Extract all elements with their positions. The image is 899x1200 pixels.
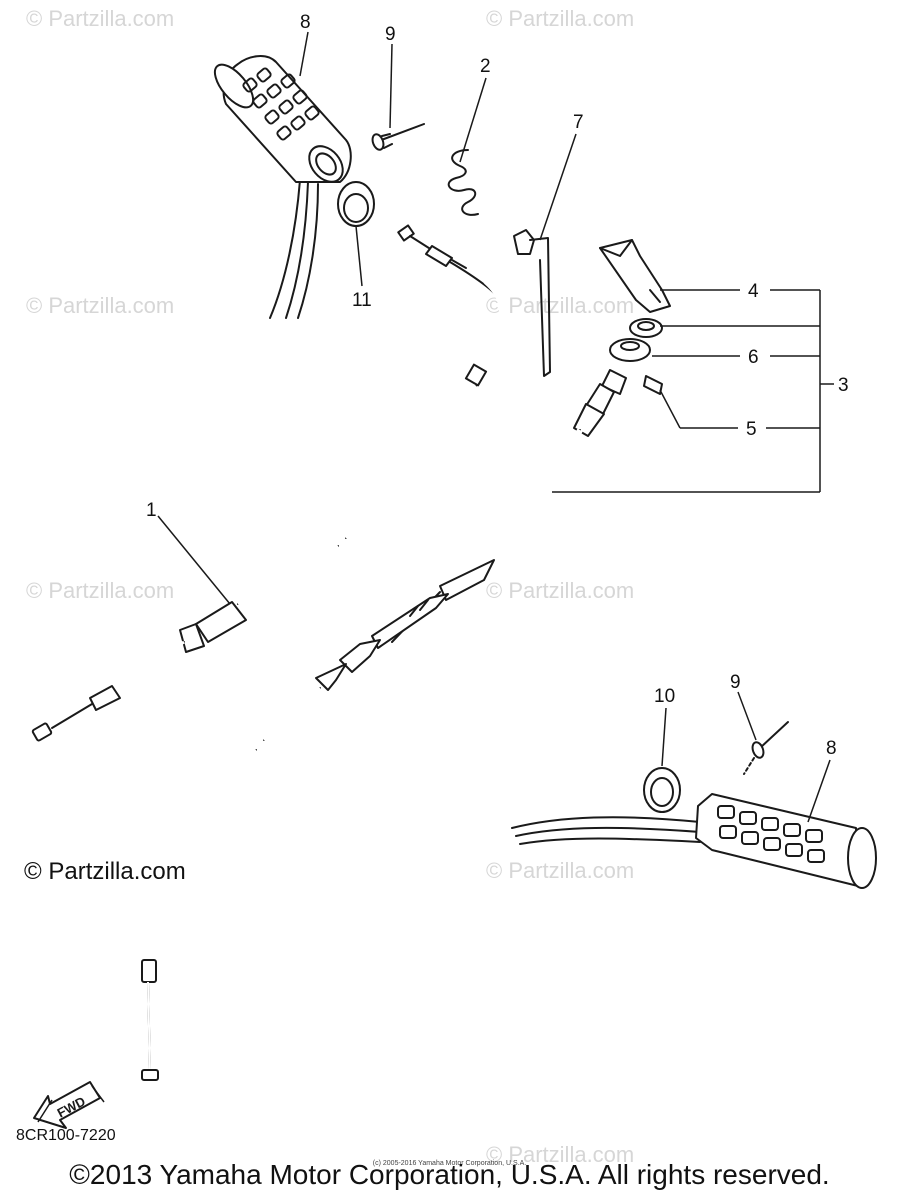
copyright-main: ©2013 Yamaha Motor Corporation, U.S.A. A… bbox=[69, 1159, 830, 1190]
pin bbox=[643, 375, 663, 395]
partzilla-watermark-prominent: © Partzilla.com bbox=[24, 858, 186, 885]
callout-2: 2 bbox=[480, 56, 491, 77]
watermark: © Partzilla.com bbox=[486, 578, 635, 603]
copyright-small: (c) 2005-2016 Yamaha Motor Corporation, … bbox=[372, 1160, 527, 1167]
callout-4: 4 bbox=[748, 281, 759, 302]
grip-bottom-right bbox=[511, 793, 877, 889]
watermark: © Partzilla.com bbox=[26, 578, 175, 603]
watermark: © Partzilla.com bbox=[486, 293, 635, 318]
watermark: © Partzilla.com bbox=[486, 858, 635, 883]
collar-ring-bottom bbox=[643, 767, 681, 813]
callout-9-top: 9 bbox=[385, 24, 396, 45]
callout-8-bottom: 8 bbox=[826, 738, 837, 759]
watermark: © Partzilla.com bbox=[486, 6, 635, 31]
collar-ring bbox=[337, 181, 375, 227]
callout-10: 10 bbox=[654, 686, 675, 707]
fwd-label: FWD bbox=[55, 1093, 88, 1120]
fwd-arrow-icon: FWD bbox=[33, 1081, 105, 1129]
screw-bottom bbox=[743, 721, 789, 775]
callout-9-bottom: 9 bbox=[730, 672, 741, 693]
grip-top-left bbox=[213, 55, 352, 319]
callout-3: 3 bbox=[838, 375, 849, 396]
callout-6: 6 bbox=[748, 347, 759, 368]
watermark: © Partzilla.com bbox=[26, 293, 175, 318]
leader-lines bbox=[157, 31, 834, 823]
washer-lower bbox=[609, 338, 651, 362]
callout-11: 11 bbox=[352, 290, 372, 311]
diagram-code: 8CR100-7220 bbox=[16, 1127, 116, 1144]
callout-5: 5 bbox=[746, 419, 757, 440]
watermark: © Partzilla.com bbox=[26, 6, 175, 31]
bracket bbox=[599, 239, 671, 313]
cable-lower bbox=[141, 369, 627, 1081]
watermark: © Partzilla.com bbox=[486, 1142, 635, 1167]
cable-upper bbox=[31, 224, 504, 742]
cable-tie bbox=[513, 229, 551, 377]
callout-7: 7 bbox=[573, 112, 584, 133]
callout-8-top: 8 bbox=[300, 12, 311, 33]
screw-top bbox=[371, 123, 425, 151]
spring-clip bbox=[447, 149, 479, 216]
washer-upper bbox=[629, 318, 663, 338]
callout-1: 1 bbox=[146, 500, 157, 521]
